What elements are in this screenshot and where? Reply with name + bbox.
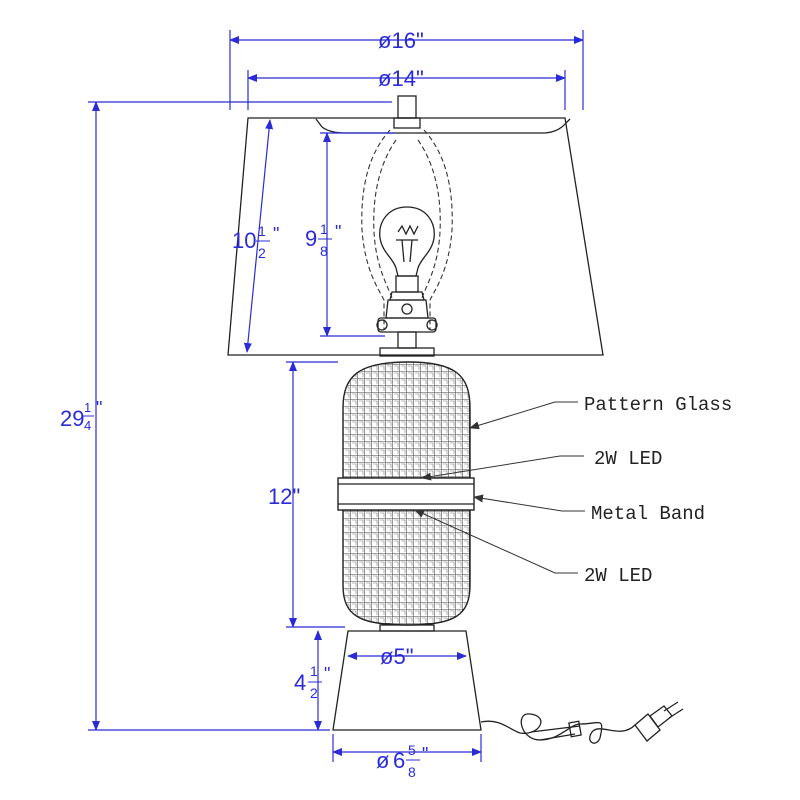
svg-text:8: 8 [408, 764, 416, 780]
svg-text:": " [335, 222, 341, 242]
harp-height-label: 9 1 8 " [305, 221, 341, 259]
callout-leaders [414, 401, 585, 574]
svg-text:6: 6 [393, 748, 405, 773]
svg-text:": " [324, 664, 330, 684]
svg-text:10: 10 [232, 228, 256, 253]
glass-body [337, 361, 475, 632]
svg-text:": " [273, 224, 279, 244]
svg-text:29: 29 [60, 406, 84, 431]
svg-text:8: 8 [320, 243, 328, 259]
svg-text:ø: ø [376, 748, 389, 773]
light-bulb [379, 206, 435, 277]
callout-metal-band: Metal Band [591, 503, 705, 525]
svg-text:1: 1 [258, 223, 266, 239]
overall-height-label: 29 1 4 " [60, 398, 102, 433]
svg-text:1: 1 [84, 400, 91, 415]
shade-bottom-diameter-label: ø14" [378, 66, 424, 91]
lamp-base [332, 630, 482, 731]
dimension-lines [88, 30, 584, 762]
base-height-label: 4 1 2 " [294, 663, 330, 701]
lamp-shade [227, 117, 604, 356]
shade-height-label: 10 1 2 " [232, 223, 279, 261]
svg-text:": " [422, 744, 428, 764]
finial [393, 95, 421, 129]
body-height-label: 12" [268, 484, 300, 509]
svg-text:2: 2 [258, 245, 266, 261]
svg-text:1: 1 [320, 221, 328, 237]
plug-icon [634, 701, 684, 742]
socket [376, 275, 438, 357]
callout-led-lower: 2W LED [584, 565, 652, 587]
metal-band [337, 477, 475, 511]
svg-text:": " [96, 398, 102, 418]
svg-text:1: 1 [310, 663, 318, 679]
base-bottom-diameter-label: ø 6 5 8 " [376, 742, 428, 780]
svg-text:5: 5 [408, 742, 416, 758]
svg-text:4: 4 [294, 670, 306, 695]
svg-text:4: 4 [84, 418, 91, 433]
svg-text:2: 2 [310, 685, 318, 701]
shade-top-diameter-label: ø16" [378, 28, 424, 53]
callout-pattern-glass: Pattern Glass [584, 394, 732, 416]
base-top-diameter-label: ø5" [380, 644, 414, 669]
svg-text:9: 9 [305, 226, 317, 251]
callout-led-upper: 2W LED [594, 448, 662, 470]
power-cord [480, 713, 636, 744]
harp [361, 129, 453, 330]
